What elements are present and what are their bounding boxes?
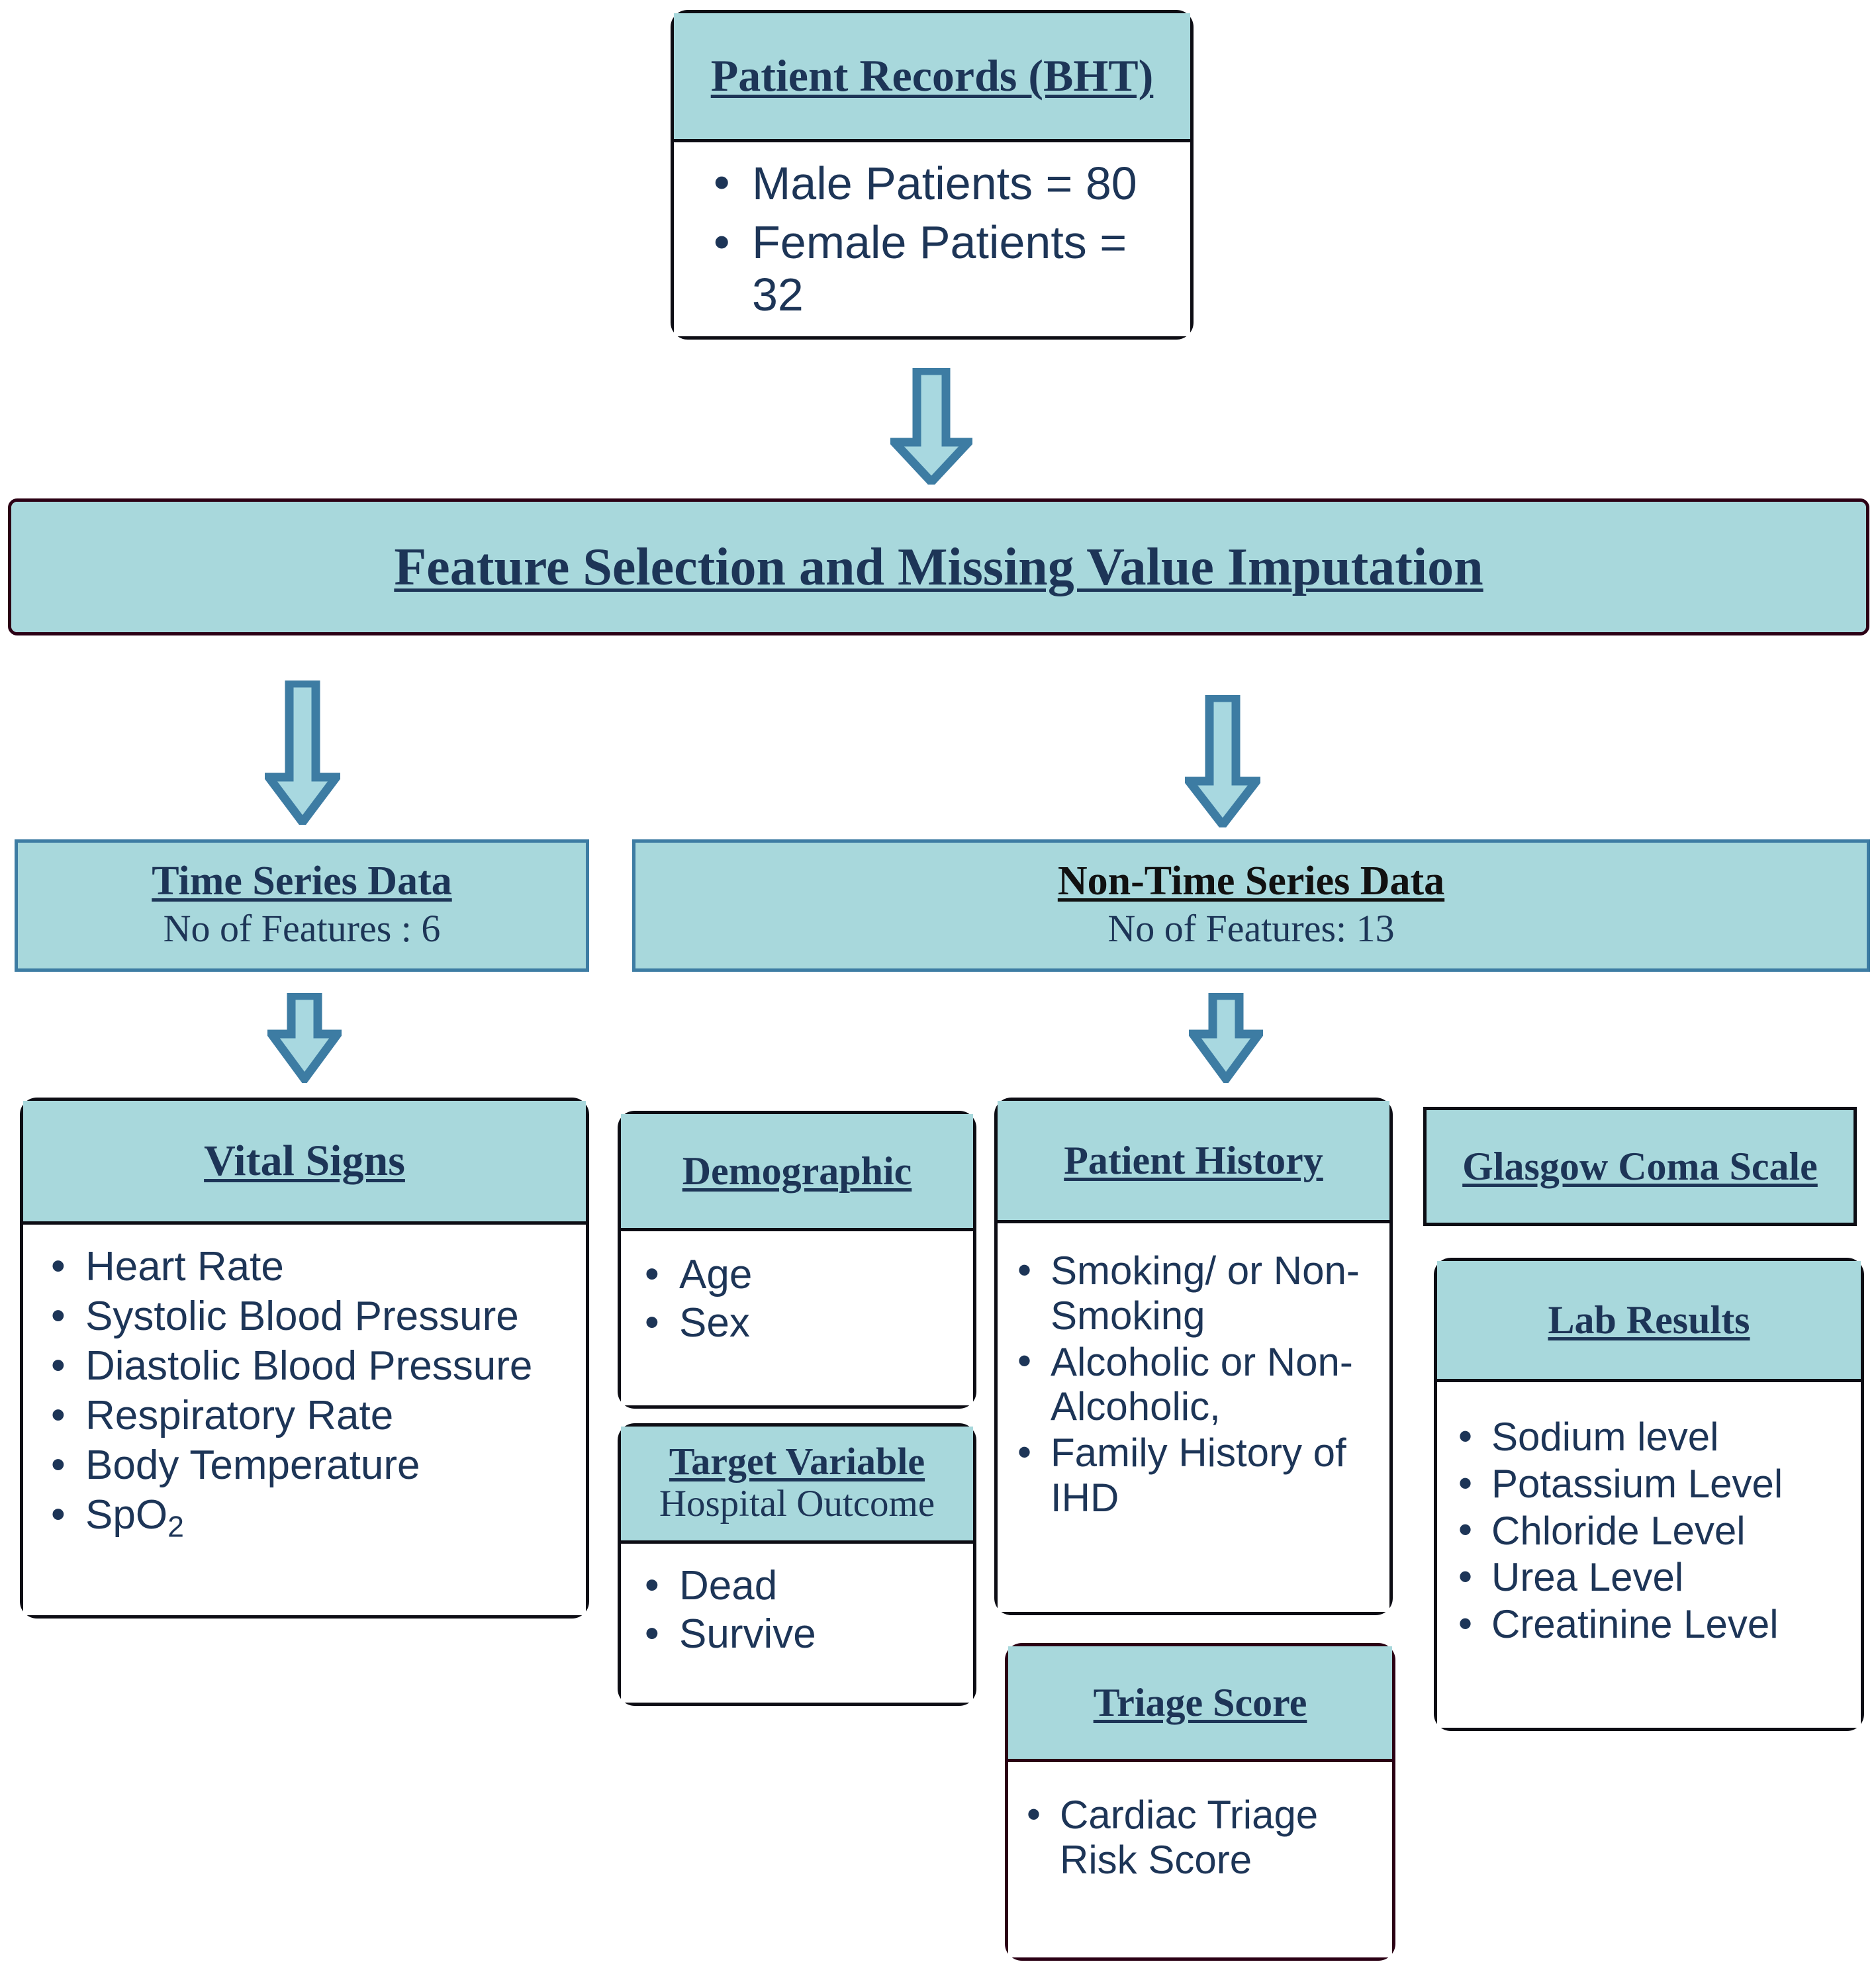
demographic-header: Demographic	[621, 1114, 973, 1231]
list-item: Respiratory Rate	[51, 1392, 586, 1439]
feature-selection-header: Feature Selection and Missing Value Impu…	[11, 502, 1866, 632]
vital-signs-node: Vital Signs Heart Rate Systolic Blood Pr…	[20, 1098, 589, 1619]
list-item: Male Patients = 80	[714, 156, 1190, 210]
list-item: Alcoholic or Non-Alcoholic,	[1017, 1338, 1389, 1430]
arrow-feature-to-time-series	[265, 681, 340, 825]
triage-score-list: Cardiac Triage Risk Score	[1027, 1791, 1392, 1884]
time-series-node: Time Series Data No of Features : 6	[15, 839, 589, 972]
down-arrow-icon	[890, 368, 972, 485]
down-arrow-icon	[265, 681, 340, 825]
list-item: Family History of IHD	[1017, 1430, 1389, 1521]
vital-signs-header: Vital Signs	[23, 1101, 586, 1225]
list-item-spo2: SpO2	[51, 1491, 586, 1544]
lab-results-list: Sodium level Potassium Level Chloride Le…	[1458, 1413, 1861, 1649]
list-item: Cardiac Triage Risk Score	[1027, 1792, 1392, 1883]
list-item: Urea Level	[1458, 1554, 1861, 1600]
list-item: Potassium Level	[1458, 1461, 1861, 1507]
feature-selection-title: Feature Selection and Missing Value Impu…	[394, 538, 1483, 596]
list-item: Heart Rate	[51, 1243, 586, 1290]
target-variable-subtitle: Hospital Outcome	[659, 1482, 935, 1525]
demographic-list: Age Sex	[645, 1250, 973, 1348]
lab-results-header: Lab Results	[1437, 1261, 1861, 1382]
patient-records-list: Male Patients = 80 Female Patients = 32	[714, 151, 1190, 328]
list-item: Creatinine Level	[1458, 1601, 1861, 1647]
triage-score-body: Cardiac Triage Risk Score	[1008, 1762, 1392, 1957]
glasgow-coma-scale-header: Glasgow Coma Scale	[1427, 1110, 1853, 1223]
down-arrow-icon	[1189, 993, 1263, 1083]
target-variable-list: Dead Survive	[645, 1561, 973, 1660]
list-item: Survive	[645, 1611, 973, 1658]
vital-signs-body: Heart Rate Systolic Blood Pressure Diast…	[23, 1225, 586, 1615]
list-item: Age	[645, 1251, 973, 1298]
list-item: Chloride Level	[1458, 1507, 1861, 1554]
demographic-body: Age Sex	[621, 1231, 973, 1405]
down-arrow-icon	[1185, 695, 1260, 827]
list-item: Female Patients = 32	[714, 216, 1190, 321]
lab-results-node: Lab Results Sodium level Potassium Level…	[1434, 1258, 1864, 1731]
list-item: Sodium level	[1458, 1414, 1861, 1460]
patient-records-body: Male Patients = 80 Female Patients = 32	[674, 142, 1190, 336]
list-item: Body Temperature	[51, 1442, 586, 1489]
list-item: Diastolic Blood Pressure	[51, 1342, 586, 1389]
non-time-series-subtitle: No of Features: 13	[1107, 907, 1395, 951]
time-series-title: Time Series Data	[152, 859, 452, 904]
arrow-time-series-to-vital-signs	[267, 993, 342, 1083]
list-item: Dead	[645, 1562, 973, 1609]
non-time-series-node: Non-Time Series Data No of Features: 13	[632, 839, 1870, 972]
patient-history-body: Smoking/ or Non-Smoking Alcoholic or Non…	[998, 1223, 1389, 1612]
down-arrow-icon	[267, 993, 342, 1083]
patient-records-title: Patient Records (BHT)	[710, 50, 1154, 101]
list-item: Systolic Blood Pressure	[51, 1293, 586, 1340]
patient-history-list: Smoking/ or Non-Smoking Alcoholic or Non…	[1017, 1247, 1389, 1522]
glasgow-coma-scale-node: Glasgow Coma Scale	[1423, 1107, 1857, 1226]
target-variable-header: Target Variable Hospital Outcome	[621, 1427, 973, 1544]
feature-selection-node: Feature Selection and Missing Value Impu…	[8, 498, 1869, 635]
list-item: Smoking/ or Non-Smoking	[1017, 1248, 1389, 1338]
lab-results-body: Sodium level Potassium Level Chloride Le…	[1437, 1382, 1861, 1728]
vital-signs-title: Vital Signs	[204, 1137, 405, 1186]
arrow-non-time-series-to-categories	[1189, 993, 1263, 1083]
demographic-title: Demographic	[682, 1149, 912, 1193]
triage-score-node: Triage Score Cardiac Triage Risk Score	[1005, 1643, 1395, 1961]
arrow-records-to-feature	[890, 368, 972, 485]
target-variable-body: Dead Survive	[621, 1544, 973, 1703]
spo2-base: SpO	[85, 1492, 168, 1538]
vital-signs-list: Heart Rate Systolic Blood Pressure Diast…	[51, 1241, 586, 1548]
triage-score-title: Triage Score	[1093, 1680, 1307, 1724]
list-item: Sex	[645, 1299, 973, 1346]
patient-records-node: Patient Records (BHT) Male Patients = 80…	[671, 10, 1194, 340]
non-time-series-title: Non-Time Series Data	[1057, 859, 1445, 904]
spo2-subscript: 2	[167, 1511, 184, 1544]
patient-records-header: Patient Records (BHT)	[674, 13, 1190, 142]
arrow-feature-to-non-time-series	[1185, 695, 1260, 827]
triage-score-header: Triage Score	[1008, 1646, 1392, 1762]
target-variable-title: Target Variable	[669, 1439, 925, 1483]
patient-history-header: Patient History	[998, 1101, 1389, 1223]
time-series-subtitle: No of Features : 6	[163, 907, 441, 951]
patient-history-node: Patient History Smoking/ or Non-Smoking …	[994, 1098, 1393, 1615]
patient-history-title: Patient History	[1064, 1138, 1323, 1182]
non-time-series-header: Non-Time Series Data No of Features: 13	[635, 843, 1867, 968]
target-variable-node: Target Variable Hospital Outcome Dead Su…	[618, 1423, 976, 1706]
demographic-node: Demographic Age Sex	[618, 1111, 976, 1409]
time-series-header: Time Series Data No of Features : 6	[18, 843, 586, 968]
lab-results-title: Lab Results	[1548, 1297, 1750, 1342]
glasgow-coma-scale-title: Glasgow Coma Scale	[1462, 1144, 1818, 1188]
